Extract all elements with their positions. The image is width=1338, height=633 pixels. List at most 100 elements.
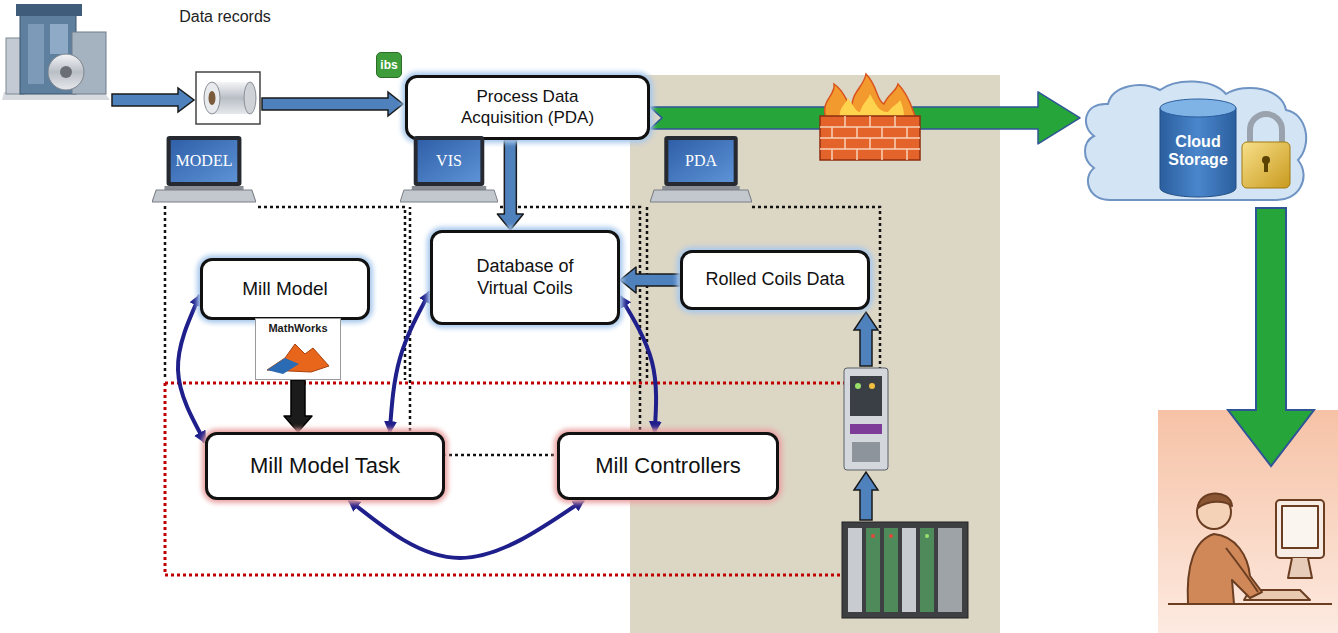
block-arrow: [620, 267, 680, 293]
laptop-icon: VIS: [400, 134, 498, 206]
flow-arrow: [854, 472, 878, 520]
module-led: [855, 383, 861, 389]
box-label: Mill Controllers: [595, 453, 740, 479]
storage-cylinder: [1160, 108, 1236, 197]
curved-arrow: [178, 295, 205, 442]
laptop-icon: PDA: [650, 134, 752, 206]
block-arrow: [284, 380, 312, 432]
logo-icon: [263, 336, 333, 376]
mill-top: [16, 4, 82, 16]
cloud-label: Cloud Storage: [1160, 118, 1236, 184]
rack-module: [938, 528, 962, 612]
lock-keyhole: [1264, 162, 1268, 172]
monitor-stand: [1288, 558, 1312, 578]
laptop-frame: [414, 136, 485, 186]
box-label: Mill Model Task: [250, 453, 400, 479]
software-logo: MathWorks: [255, 318, 341, 380]
laptop-label: MODEL: [171, 140, 238, 182]
laptop-frame: [664, 136, 737, 186]
flow-arrow: [112, 88, 194, 112]
red-dotted-boundary: [165, 383, 880, 575]
rack-module: [920, 528, 934, 612]
laptop-hinge: [662, 186, 740, 190]
laptop-screen: [171, 140, 238, 182]
laptop-hinge: [412, 186, 486, 190]
process-box: Rolled Coils Data: [680, 250, 870, 310]
firewall-wall: [820, 116, 920, 160]
laptop-base: [152, 190, 256, 202]
cylinder-top: [1160, 99, 1236, 117]
module-front: [850, 376, 882, 416]
block-arrow: [497, 140, 523, 230]
rack-module: [848, 528, 862, 612]
io-module: [844, 368, 888, 470]
mill-coil: [48, 54, 84, 90]
dotted-boundary: [165, 206, 405, 380]
coil-end: [244, 82, 256, 114]
laptop-hinge: [164, 186, 243, 190]
flow-arrow: [854, 312, 878, 366]
module-connector: [852, 442, 880, 462]
plc-rack: [842, 522, 968, 618]
coil-core: [209, 91, 216, 105]
process-box: Process Data Acquisition (PDA): [405, 75, 650, 140]
laptop-label: VIS: [418, 140, 481, 182]
curved-arrow: [390, 292, 430, 432]
rack-led: [889, 534, 893, 538]
laptop-drawing: [152, 134, 256, 206]
module-stripe: [850, 424, 882, 434]
laptop-drawing: [650, 134, 752, 206]
box-label: Database of Virtual Coils: [463, 256, 588, 299]
flow-arrow: [262, 92, 403, 116]
annotation-label: Data records: [160, 8, 290, 26]
task-box: Mill Model Task: [205, 432, 445, 500]
rack-led: [871, 534, 875, 538]
logo-plane: [267, 358, 299, 374]
logo-label: MathWorks: [268, 322, 327, 334]
logo-label: ibs: [376, 52, 402, 78]
firewall-icon: [820, 74, 920, 160]
controller-box: Mill Controllers: [557, 432, 779, 500]
rolling-mill-illustration: [2, 4, 110, 100]
coil-face: [204, 82, 220, 114]
rack-module: [866, 528, 880, 612]
curved-arrow: [620, 297, 656, 433]
coil-frame: [196, 72, 260, 124]
dotted-boundary: [647, 207, 880, 380]
monitor: [1276, 500, 1324, 558]
user-panel: [1158, 410, 1338, 633]
shaded-region: [630, 75, 1000, 633]
box-label: Mill Model: [242, 278, 328, 301]
lock-body: [1242, 142, 1290, 188]
process-box: Mill Model: [200, 258, 370, 320]
laptop-base: [650, 190, 752, 202]
module-case: [844, 368, 888, 470]
box-label: Process Data Acquisition (PDA): [445, 87, 610, 128]
firewall-flame: [825, 74, 916, 118]
laptop-icon: MODEL: [152, 134, 256, 206]
laptop-screen: [668, 140, 733, 182]
monitor-screen: [1282, 506, 1318, 548]
rack-frame: [842, 522, 968, 618]
laptop-drawing: [400, 134, 498, 206]
laptop-frame: [167, 136, 242, 186]
person-at-computer: [1168, 493, 1332, 604]
mill-panel: [28, 24, 44, 84]
download-arrow: [1228, 208, 1314, 466]
mill-panel: [50, 24, 68, 54]
lock-shackle: [1250, 114, 1282, 144]
box-label: Rolled Coils Data: [705, 269, 844, 291]
laptop-base: [400, 190, 498, 202]
cloud-outline: [1085, 81, 1306, 200]
curved-arrow: [349, 500, 584, 558]
laptop-label: PDA: [668, 140, 733, 182]
mill-coil-core: [60, 66, 72, 78]
module-led: [869, 383, 875, 389]
database-box: Database of Virtual Coils: [430, 230, 620, 325]
dotted-boundary: [410, 207, 640, 455]
cloud-storage: Cloud Storage: [1080, 80, 1310, 205]
rack-module: [884, 528, 898, 612]
